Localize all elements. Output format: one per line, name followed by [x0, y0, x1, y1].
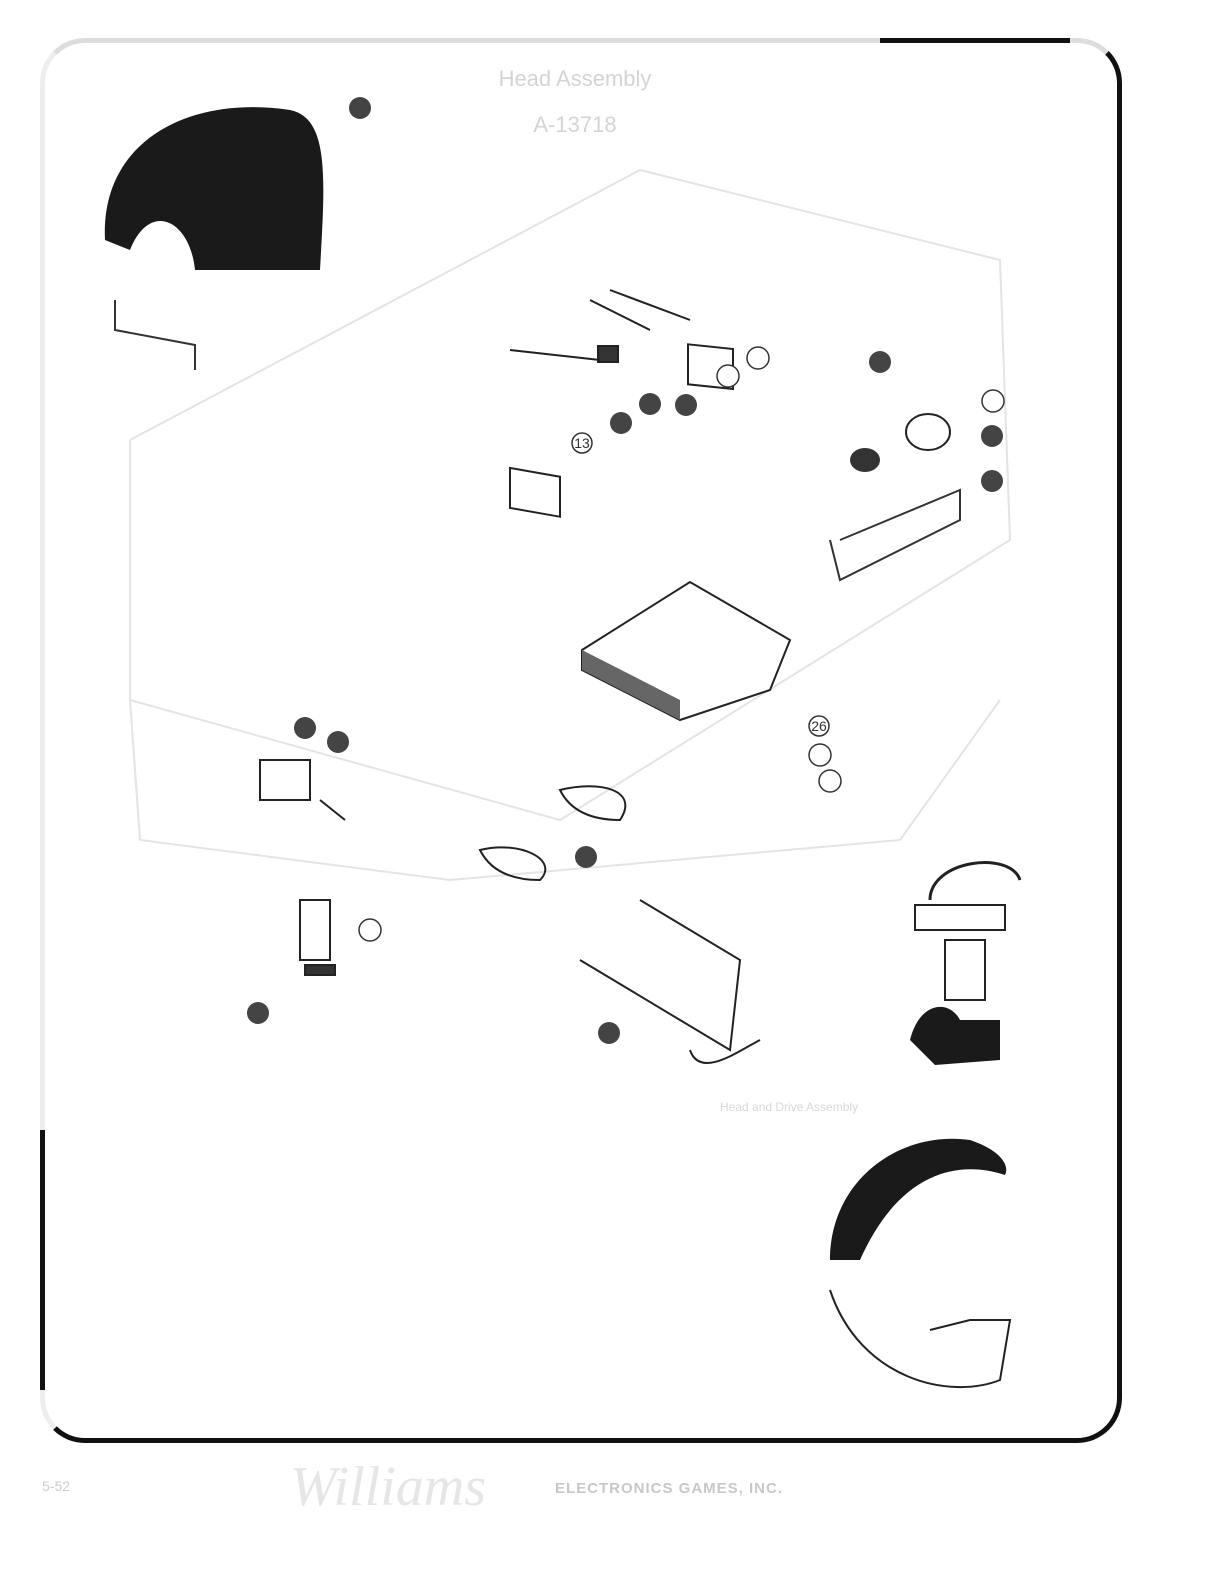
solenoid-left	[259, 759, 346, 976]
dome-cover	[104, 107, 324, 270]
page-number: 5-52	[42, 1478, 71, 1494]
part-number: A-13718	[533, 112, 617, 137]
base-outline	[129, 168, 1012, 882]
border-accent	[880, 38, 1070, 43]
dome-cover-2	[830, 1138, 1007, 1260]
shields	[478, 785, 627, 882]
border-accent	[40, 1130, 45, 1390]
callout-circles	[358, 346, 1005, 942]
coil-assembly	[509, 289, 734, 518]
ramp	[579, 899, 761, 1064]
motor-assembly	[910, 861, 1022, 1065]
diagram-title: Head Assembly	[498, 66, 652, 91]
brand-logo: Williams	[290, 1456, 487, 1518]
callout-dots	[247, 97, 1003, 1044]
page-border	[40, 38, 1122, 1443]
circuit-board	[581, 580, 792, 722]
callout-label: 26	[811, 718, 827, 734]
company-name: ELECTRONICS GAMES, INC.	[555, 1480, 784, 1497]
assembly-caption: Head and Drive Assembly	[720, 1100, 859, 1114]
callout-label: 13	[574, 435, 590, 451]
bracket	[829, 488, 961, 582]
